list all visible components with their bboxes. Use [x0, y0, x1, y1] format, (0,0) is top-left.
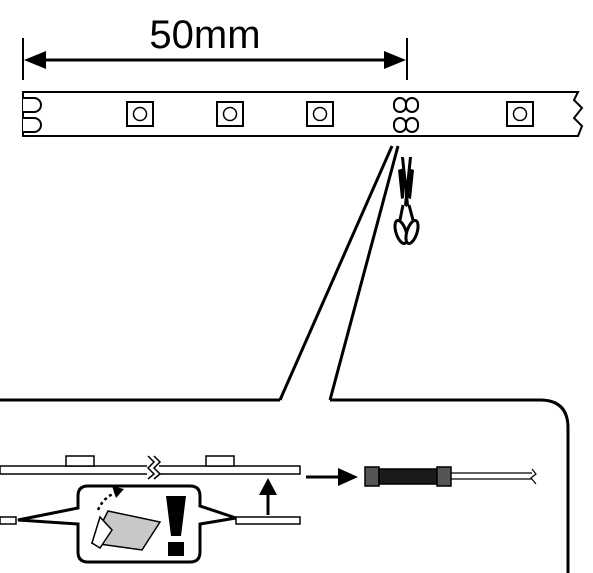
connector-cap-left: [364, 466, 380, 487]
break-mark-icon: [146, 455, 162, 480]
right-arrow-icon: [306, 468, 358, 486]
dimension-arrow-left-icon: [24, 51, 46, 69]
led-strip-top: [22, 91, 584, 137]
led-chip: [216, 101, 244, 127]
cut-pad-left-top: [393, 97, 407, 113]
detail-callout-frame: [0, 398, 570, 573]
cut-pad-right-top: [405, 97, 419, 113]
connector-body: [378, 468, 438, 485]
dimension-arrow-right-icon: [384, 51, 406, 69]
strip-outline: [22, 91, 584, 137]
led-chip: [126, 101, 154, 127]
dimension-label: 50mm: [149, 13, 260, 57]
strip-side-view: [0, 455, 301, 480]
peel-backing-icon: [90, 486, 162, 551]
exclamation-icon: [166, 496, 186, 556]
led-chip-side: [65, 455, 95, 467]
zoom-lines: [278, 145, 400, 401]
cut-pad-left-bottom: [393, 117, 407, 133]
led-chip-side: [205, 455, 235, 467]
strip-stub-right: [235, 516, 301, 525]
solder-pad-left-top: [23, 97, 42, 113]
dimension-indicator: 50mm: [22, 13, 408, 80]
scissors-icon: [393, 157, 420, 246]
solder-pad-left-bottom: [23, 117, 42, 133]
press-up-arrow-icon: [259, 478, 277, 515]
connector-cap-right: [436, 466, 452, 487]
led-chip: [306, 101, 334, 127]
adhesive-detail: [0, 484, 301, 564]
strip-stub-left: [0, 516, 17, 525]
led-chip: [506, 101, 534, 127]
cut-pad-right-bottom: [405, 117, 419, 133]
strip-connector-icon: [364, 466, 537, 487]
